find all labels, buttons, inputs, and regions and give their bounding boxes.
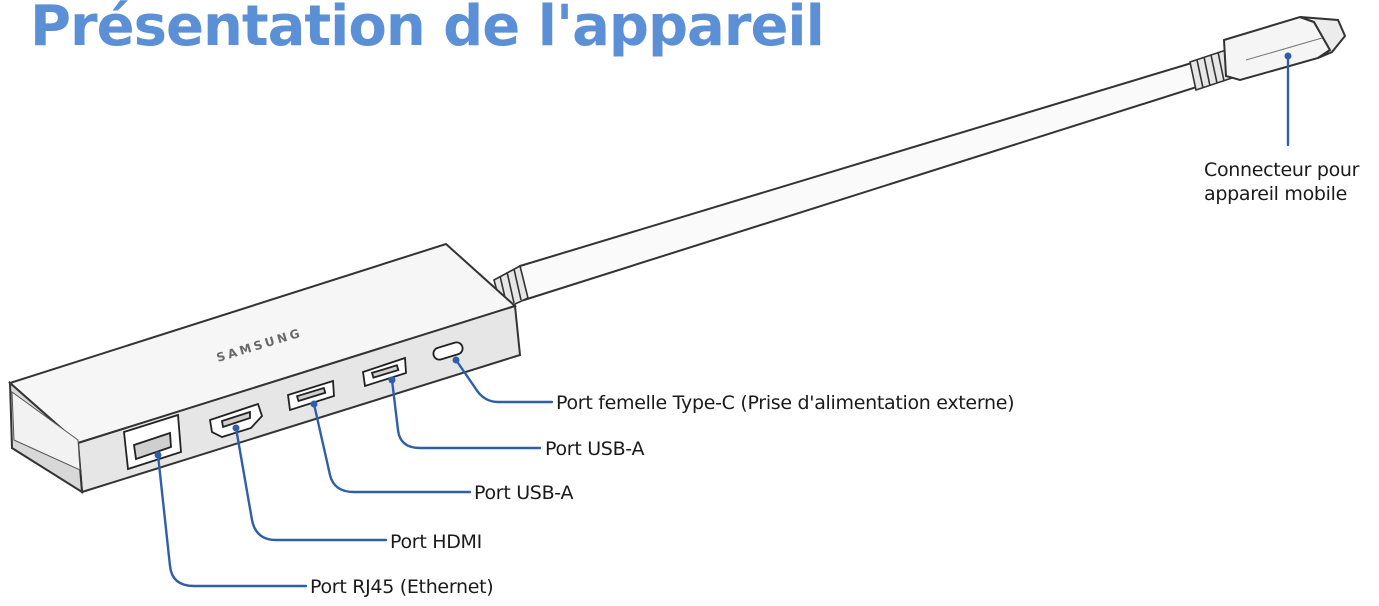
page-title: Présentation de l'appareil bbox=[30, 0, 825, 59]
label-rj45-port: Port RJ45 (Ethernet) bbox=[310, 576, 494, 598]
cable bbox=[518, 60, 1202, 302]
leader-rj45 bbox=[156, 453, 308, 588]
usb-a-port-shape-2 bbox=[362, 356, 407, 388]
leader-usba-2 bbox=[312, 402, 472, 494]
label-usb-a-port-2: Port USB-A bbox=[474, 482, 574, 504]
hub-body bbox=[8, 242, 522, 494]
connector-strain-relief bbox=[1189, 48, 1233, 92]
label-mobile-connector-line1: Connecteur pour bbox=[1204, 159, 1360, 181]
leader-dots bbox=[154, 52, 1292, 459]
rj45-port-shape bbox=[123, 413, 182, 471]
label-usb-a-port-1: Port USB-A bbox=[545, 438, 645, 460]
label-mobile-connector: Connecteur pour appareil mobile bbox=[1204, 158, 1359, 206]
usb-c-port-shape bbox=[432, 341, 464, 361]
label-mobile-connector-line2: appareil mobile bbox=[1204, 183, 1348, 205]
usb-c-connector bbox=[1222, 15, 1347, 82]
label-hdmi-port: Port HDMI bbox=[390, 531, 482, 553]
hdmi-port-shape bbox=[208, 402, 264, 438]
leader-usba-1 bbox=[390, 378, 542, 450]
label-usb-c-port: Port femelle Type-C (Prise d'alimentatio… bbox=[556, 392, 1015, 414]
leader-typec bbox=[454, 358, 554, 404]
leader-hdmi bbox=[234, 426, 388, 542]
usb-a-port-shape-1 bbox=[287, 379, 335, 412]
leader-lines bbox=[156, 54, 1290, 588]
